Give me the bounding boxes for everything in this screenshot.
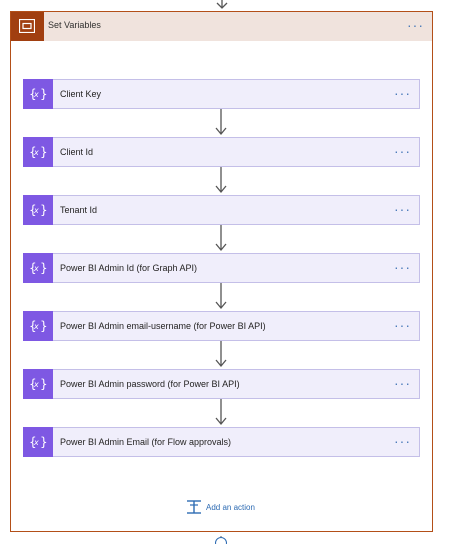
action-label: Tenant Id: [60, 205, 98, 215]
variable-icon: { x }: [23, 253, 53, 283]
action-more-options-button[interactable]: ···: [394, 143, 411, 159]
action-tenant-id[interactable]: { x } Tenant Id ···: [23, 195, 420, 225]
action-power-bi-admin-email-username[interactable]: { x } Power BI Admin email-username (for…: [23, 311, 420, 341]
svg-text:x: x: [33, 380, 39, 389]
svg-text:x: x: [33, 148, 39, 157]
svg-text:}: }: [40, 435, 47, 449]
action-label: Power BI Admin password (for Power BI AP…: [60, 379, 240, 389]
variable-icon: { x }: [23, 195, 53, 225]
action-client-id[interactable]: { x } Client Id ···: [23, 137, 420, 167]
action-power-bi-admin-password[interactable]: { x } Power BI Admin password (for Power…: [23, 369, 420, 399]
connector-arrow-icon: [215, 167, 227, 194]
variable-icon: { x }: [23, 79, 53, 109]
svg-text:}: }: [40, 319, 47, 333]
action-label: Power BI Admin Email (for Flow approvals…: [60, 437, 232, 447]
action-more-options-button[interactable]: ···: [394, 85, 411, 101]
action-more-options-button[interactable]: ···: [394, 317, 411, 333]
scope-icon: [11, 12, 44, 41]
variable-icon: { x }: [23, 427, 53, 457]
svg-text:{: {: [29, 145, 37, 159]
svg-text:{: {: [29, 377, 37, 391]
action-more-options-button[interactable]: ···: [394, 259, 411, 275]
connector-arrow-icon: [215, 341, 227, 368]
connector-arrow-icon: [215, 283, 227, 310]
action-label: Power BI Admin email-username (for Power…: [60, 321, 266, 331]
svg-text:}: }: [40, 203, 47, 217]
action-client-key[interactable]: { x } Client Key ···: [23, 79, 420, 109]
action-label: Power BI Admin Id (for Graph API): [60, 263, 198, 273]
action-label: Client Key: [60, 89, 102, 99]
variable-icon: { x }: [23, 137, 53, 167]
svg-text:}: }: [40, 261, 47, 275]
scope-more-options-button[interactable]: ···: [407, 17, 424, 33]
svg-text:{: {: [29, 203, 37, 217]
action-more-options-button[interactable]: ···: [394, 375, 411, 391]
variable-icon: { x }: [23, 311, 53, 341]
svg-text:x: x: [33, 264, 39, 273]
connector-arrow-icon: [215, 225, 227, 252]
scope-header[interactable]: Set Variables ···: [11, 12, 432, 41]
svg-text:{: {: [29, 261, 37, 275]
scope-set-variables: Set Variables ··· { x } Client Key ···: [10, 11, 433, 532]
svg-text:x: x: [33, 322, 39, 331]
add-action-icon: [187, 500, 201, 514]
svg-text:{: {: [29, 87, 37, 101]
action-more-options-button[interactable]: ···: [394, 433, 411, 449]
svg-text:{: {: [29, 435, 37, 449]
insert-step-icon[interactable]: [214, 536, 228, 544]
connector-arrow-icon: [215, 399, 227, 426]
connector-arrow-icon: [215, 109, 227, 136]
action-power-bi-admin-email[interactable]: { x } Power BI Admin Email (for Flow app…: [23, 427, 420, 457]
incoming-arrow-icon: [216, 0, 228, 9]
svg-text:}: }: [40, 377, 47, 391]
svg-text:}: }: [40, 145, 47, 159]
scope-title: Set Variables: [48, 20, 101, 30]
action-label: Client Id: [60, 147, 94, 157]
add-action-label: Add an action: [206, 503, 255, 512]
svg-text:{: {: [29, 319, 37, 333]
svg-text:x: x: [33, 206, 39, 215]
svg-text:x: x: [33, 90, 39, 99]
variable-icon: { x }: [23, 369, 53, 399]
svg-text:}: }: [40, 87, 47, 101]
action-more-options-button[interactable]: ···: [394, 201, 411, 217]
svg-text:x: x: [33, 438, 39, 447]
action-power-bi-admin-id[interactable]: { x } Power BI Admin Id (for Graph API) …: [23, 253, 420, 283]
